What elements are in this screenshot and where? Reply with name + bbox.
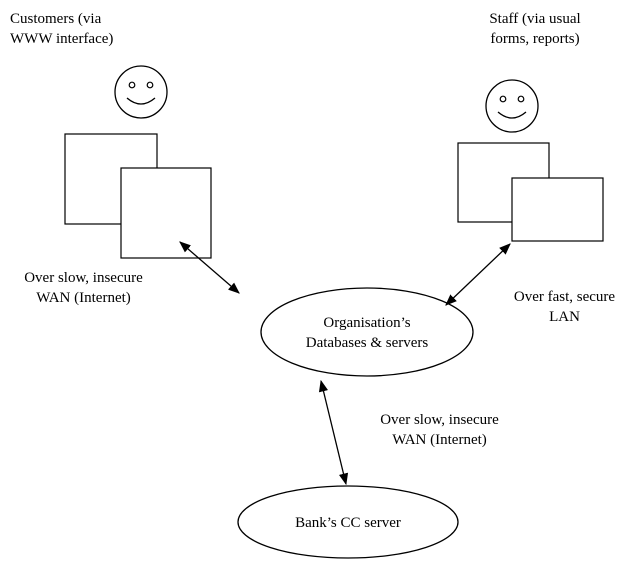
staff-screen-front (511, 177, 604, 242)
organisation-label: Organisation’s Databases & servers (282, 313, 452, 353)
customers-label-line-1: Customers (via (10, 11, 102, 27)
organisation-label-line-2: Databases & servers (305, 335, 429, 351)
wan-bottom-label-line-2: WAN (Internet) (392, 432, 487, 448)
customers-label-line-2: WWW interface) (10, 31, 114, 47)
lan-label-line-1: Over fast, secure (513, 289, 616, 305)
staff-smiley-icon (485, 79, 539, 133)
lan-label-line-2: LAN (549, 309, 580, 325)
customers-label: Customers (via WWW interface) (10, 9, 113, 49)
organisation-node (260, 287, 474, 377)
bank-node (237, 485, 459, 559)
staff-org-arrow (445, 243, 511, 306)
staff-label-line-1: Staff (via usual (489, 11, 581, 27)
staff-label: Staff (via usual forms, reports) (470, 9, 600, 49)
lan-label: Over fast, secure LAN (497, 287, 632, 327)
wan-bottom-label: Over slow, insecure WAN (Internet) (362, 410, 517, 450)
wan-left-label-line-1: Over slow, insecure (24, 270, 143, 286)
customer-screen-front (120, 167, 212, 259)
wan-left-label: Over slow, insecure WAN (Internet) (6, 268, 161, 308)
organisation-label-line-1: Organisation’s (323, 315, 411, 331)
wan-bottom-label-line-1: Over slow, insecure (380, 412, 499, 428)
customer-org-arrow (179, 241, 240, 294)
staff-label-line-2: forms, reports) (490, 31, 580, 47)
org-bank-arrow (318, 379, 349, 486)
wan-left-label-line-2: WAN (Internet) (36, 290, 131, 306)
bank-label: Bank’s CC server (295, 515, 401, 531)
customer-smiley-icon (114, 65, 168, 119)
